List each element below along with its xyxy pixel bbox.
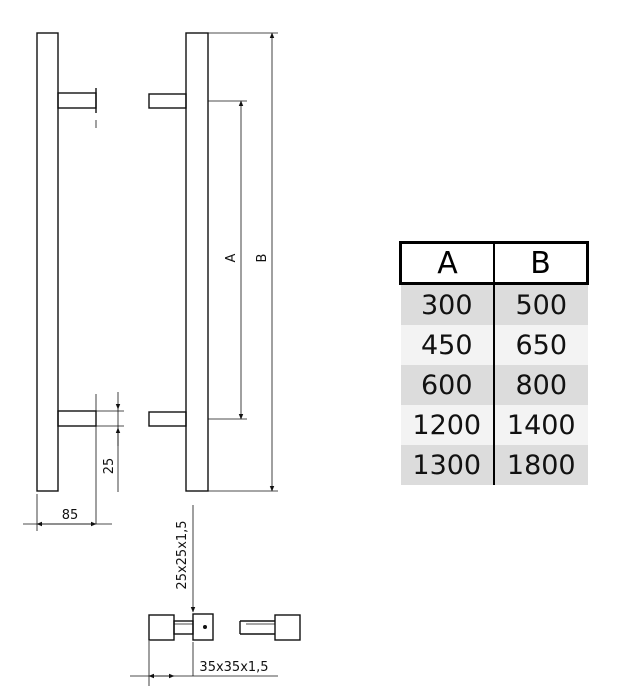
side-view-top-post bbox=[57, 92, 97, 109]
table-cell-b: 1400 bbox=[494, 405, 588, 445]
table-header-row: A B bbox=[399, 241, 589, 285]
dimension-table: A B 300 500 450 650 600 800 1200 1400 13 bbox=[399, 241, 589, 485]
post-detail-pin bbox=[173, 620, 194, 635]
front-view-bottom-post bbox=[148, 411, 187, 427]
side-view bbox=[23, 32, 124, 531]
table-row: 300 500 bbox=[400, 283, 588, 325]
dimension-label-depth: 85 bbox=[62, 508, 79, 523]
table-cell-b: 800 bbox=[494, 365, 588, 405]
table-cell-b: 650 bbox=[494, 325, 588, 365]
dimension-table-container: A B 300 500 450 650 600 800 1200 1400 13 bbox=[399, 241, 589, 485]
post-detail-tube bbox=[192, 613, 214, 641]
table-header-b: B bbox=[494, 241, 589, 285]
post-detail-block bbox=[148, 614, 175, 641]
table-cell-a: 450 bbox=[400, 325, 495, 365]
dimension-label-post-section: 35x35x1,5 bbox=[199, 660, 268, 675]
table-row: 450 650 bbox=[400, 325, 588, 365]
side-view-bottom-post bbox=[57, 410, 97, 427]
front-view-top-post bbox=[148, 93, 187, 109]
post-detail-hole bbox=[203, 625, 207, 629]
table-row: 1200 1400 bbox=[400, 405, 588, 445]
post-detail-end-block bbox=[274, 614, 301, 641]
table-row: 1300 1800 bbox=[400, 445, 588, 485]
table-header-a: A bbox=[399, 241, 495, 285]
dimension-label-a: A bbox=[224, 253, 239, 262]
front-view-bar bbox=[185, 32, 209, 492]
table-cell-b: 500 bbox=[494, 283, 588, 325]
front-view bbox=[148, 32, 278, 492]
table-cell-a: 1300 bbox=[400, 445, 495, 485]
dimension-label-bar-section: 25x25x1,5 bbox=[175, 520, 190, 589]
table-cell-b: 1800 bbox=[494, 445, 588, 485]
table-cell-a: 300 bbox=[400, 283, 495, 325]
dimension-label-b: B bbox=[255, 254, 270, 263]
table-cell-a: 1200 bbox=[400, 405, 495, 445]
table-row: 600 800 bbox=[400, 365, 588, 405]
side-view-bar bbox=[36, 32, 59, 492]
dimension-label-offset: 25 bbox=[102, 458, 117, 475]
table-cell-a: 600 bbox=[400, 365, 495, 405]
post-detail bbox=[130, 505, 301, 686]
